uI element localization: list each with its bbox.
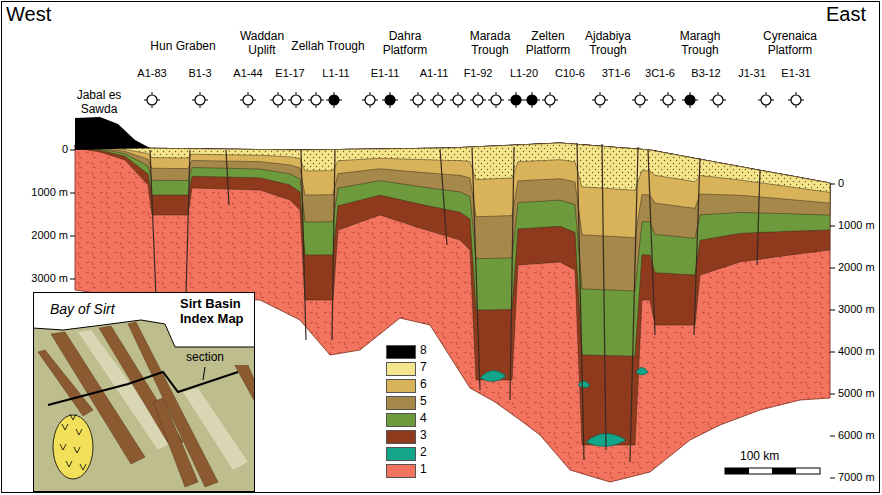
layer-7 bbox=[75, 143, 830, 192]
legend-number: 3 bbox=[420, 429, 430, 443]
structure-name: Zelten Platform bbox=[517, 30, 579, 58]
legend-number: 7 bbox=[420, 361, 430, 375]
well-symbols bbox=[144, 92, 804, 108]
layer-2-lenses bbox=[480, 368, 648, 447]
depth-label: 1000 m bbox=[14, 186, 68, 199]
map-title: Sirt Basin Index Map bbox=[180, 297, 252, 327]
well-name: E1-11 bbox=[364, 67, 406, 80]
depth-label: 1000 m bbox=[838, 219, 880, 232]
well-name: 3T1-6 bbox=[595, 67, 637, 80]
legend-swatch bbox=[386, 430, 416, 444]
legend-swatch bbox=[386, 362, 416, 376]
depth-label: 0 bbox=[14, 143, 68, 156]
volcanic-cap bbox=[75, 117, 150, 150]
well-name: 3C1-6 bbox=[639, 67, 681, 80]
legend-swatch bbox=[386, 413, 416, 427]
depth-label: 2000 m bbox=[838, 261, 880, 274]
map-label: Bay of Sirt bbox=[50, 301, 160, 317]
legend-swatch bbox=[386, 345, 416, 359]
well-name: C10-6 bbox=[549, 67, 591, 80]
depth-label: 2000 m bbox=[14, 229, 68, 242]
legend-swatch bbox=[386, 379, 416, 393]
locality-name: Jabal es Sawda bbox=[71, 89, 127, 117]
well-name: E1-31 bbox=[775, 67, 817, 80]
scale-bar bbox=[725, 468, 820, 474]
depth-label: 4000 m bbox=[838, 345, 880, 358]
structure-name: Zellah Trough bbox=[282, 40, 374, 54]
well-name: E1-17 bbox=[269, 67, 311, 80]
direction-label: West bbox=[6, 3, 66, 26]
legend-number: 1 bbox=[420, 463, 430, 477]
structure-name: Waddan Uplift bbox=[232, 30, 292, 58]
structure-name: Maragh Trough bbox=[669, 30, 731, 58]
legend-swatch bbox=[386, 464, 416, 478]
well-name: L1-20 bbox=[503, 67, 545, 80]
direction-label: East bbox=[826, 3, 876, 26]
well-name: F1-92 bbox=[457, 67, 499, 80]
depth-label: 0 bbox=[838, 177, 880, 190]
depth-label: 7000 m bbox=[838, 471, 880, 484]
legend-number: 2 bbox=[420, 446, 430, 460]
legend-ground bbox=[380, 340, 432, 484]
well-name: A1-83 bbox=[131, 67, 173, 80]
depth-label: 3000 m bbox=[14, 272, 68, 285]
depth-label: 5000 m bbox=[838, 387, 880, 400]
map-label: section bbox=[184, 351, 248, 365]
scale-label: 100 km bbox=[740, 450, 800, 464]
well-name: A1-11 bbox=[413, 67, 455, 80]
structure-name: Cyrenaica Platform bbox=[752, 30, 828, 58]
well-name: B3-12 bbox=[685, 67, 727, 80]
depth-label: 6000 m bbox=[838, 429, 880, 442]
well-name: J1-31 bbox=[731, 67, 773, 80]
legend-number: 4 bbox=[420, 412, 430, 426]
legend-swatch bbox=[386, 447, 416, 461]
well-name: B1-3 bbox=[179, 67, 221, 80]
legend-number: 8 bbox=[420, 344, 430, 358]
legend-number: 5 bbox=[420, 395, 430, 409]
well-name: A1-44 bbox=[227, 67, 269, 80]
legend-number: 6 bbox=[420, 378, 430, 392]
structure-name: Ajdabiya Trough bbox=[576, 30, 640, 58]
layer-4 bbox=[75, 143, 830, 356]
structure-name: Marada Trough bbox=[459, 30, 521, 58]
depth-label: 3000 m bbox=[838, 303, 880, 316]
structure-name: Dahra Platform bbox=[374, 30, 436, 58]
index-map-box: Bay of Sirt Sirt Basin Index Map section bbox=[33, 292, 255, 492]
legend-swatch bbox=[386, 396, 416, 410]
structure-name: Hun Graben bbox=[141, 40, 225, 54]
well-name: L1-11 bbox=[315, 67, 357, 80]
